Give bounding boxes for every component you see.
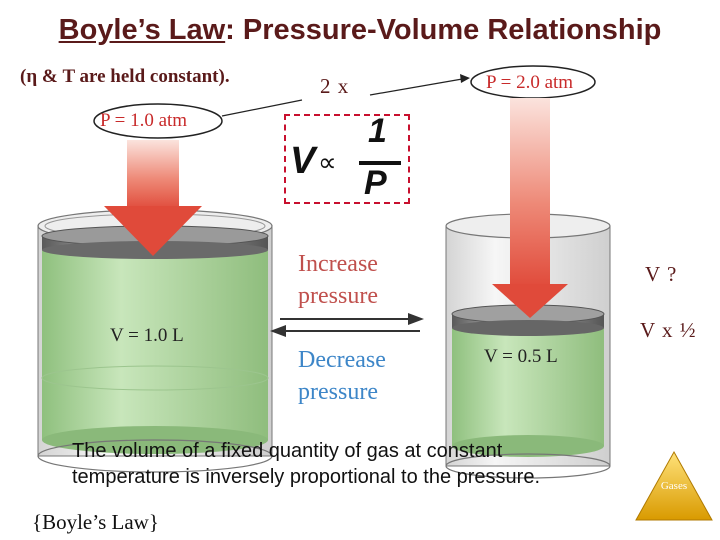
direction-arrows [270,313,424,337]
factor-label: 2 x [320,74,350,98]
pressure-arrow-right [492,98,568,318]
gases-badge-label: Gases [660,480,688,492]
leader-line-left [221,99,303,117]
formula-denominator: P [364,164,387,202]
pressure-left-label: P = 1.0 atm [100,110,188,131]
formula-fraction-bar [359,161,401,165]
pressure-left-ellipse [93,103,223,139]
increase-line-1: Increase [298,251,378,277]
title-main: Boyle’s Law [58,14,226,46]
leader-arrowhead [460,74,470,83]
decrease-pressure-label: Decrease pressure [298,344,386,408]
formula-volume: V [290,140,316,182]
pressure-arrow-left [104,140,202,256]
footer-label: {Boyle’s Law} [32,510,159,534]
left-cylinder [37,209,273,473]
law-statement: The volume of a fixed quantity of gas at… [72,438,652,490]
formula-proportional-symbol: ∝ [318,148,337,178]
half-volume-label: V x ½ [640,318,697,342]
volume-left-label: V = 1.0 L [110,325,184,346]
page-title: Boyle’s Law: Pressure-Volume Relationshi… [0,14,720,47]
question-label: V ? [645,262,678,286]
formula-numerator: 1 [368,112,387,150]
increase-pressure-label: Increase pressure [298,248,378,312]
formula-box [284,114,410,204]
statement-line-2: temperature is inversely proportional to… [72,466,541,488]
increase-line-2: pressure [298,283,378,309]
title-rest: : Pressure-Volume Relationship [225,14,662,46]
volume-right-label: V = 0.5 L [484,346,558,367]
gases-badge [635,450,713,521]
leader-line-right [369,77,469,96]
statement-line-1: The volume of a fixed quantity of gas at… [72,440,503,462]
pressure-right-label: P = 2.0 atm [486,72,574,93]
decrease-line-2: pressure [298,379,378,405]
subtitle: (η & T are held constant). [20,66,230,87]
right-cylinder [445,213,611,479]
decrease-line-1: Decrease [298,347,386,373]
